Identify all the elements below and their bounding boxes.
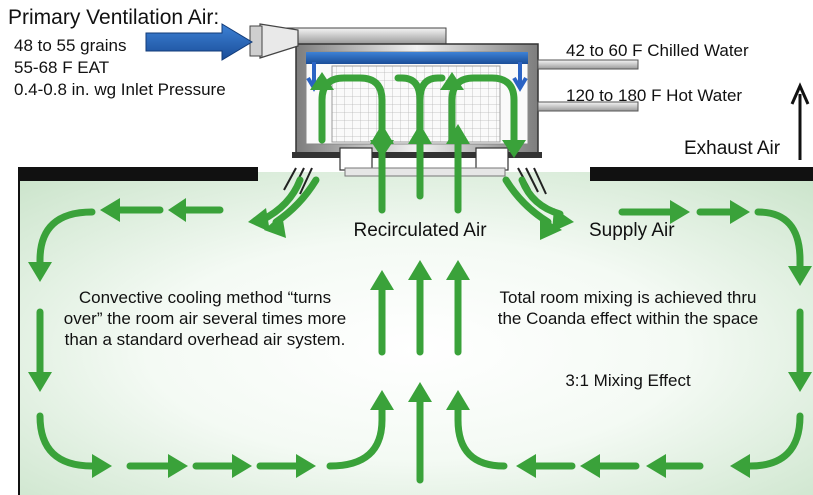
exhaust-up-arrow [790, 82, 810, 160]
primary-air-eat: 55-68 F EAT [14, 58, 110, 77]
hot-water-pipe [537, 101, 639, 112]
ceiling-right [590, 167, 813, 181]
ceiling-left [18, 167, 258, 181]
chilled-water-label: 42 to 60 F Chilled Water [566, 41, 749, 60]
recirculated-air-label: Recirculated Air [353, 220, 487, 241]
supply-air-label: Supply Air [589, 220, 675, 241]
room-wall-left [18, 167, 20, 495]
primary-air-grains: 48 to 55 grains [14, 36, 127, 55]
primary-air-arrow [145, 23, 253, 61]
return-grille [344, 167, 506, 177]
room-space [18, 172, 813, 495]
primary-air-inlet [249, 23, 299, 59]
hot-water-label: 120 to 180 F Hot Water [566, 86, 743, 105]
room-mixing-note: Total room mixing is achieved thru the C… [497, 288, 759, 328]
airflow-arrowheads [28, 72, 812, 478]
chilled-water-pipe [537, 59, 639, 70]
convective-cooling-note: Convective cooling method “turns over” t… [63, 288, 347, 349]
primary-air-title: Primary Ventilation Air: [8, 6, 220, 29]
nozzle-right [475, 147, 509, 171]
chilled-beam-unit [261, 27, 547, 195]
nozzle-left [339, 147, 373, 171]
exhaust-air-label: Exhaust Air [684, 138, 781, 159]
primary-air-pressure: 0.4-0.8 in. wg Inlet Pressure [14, 80, 226, 99]
coil-blue-band [306, 52, 528, 64]
mixing-effect-label: 3:1 Mixing Effect [565, 371, 691, 390]
